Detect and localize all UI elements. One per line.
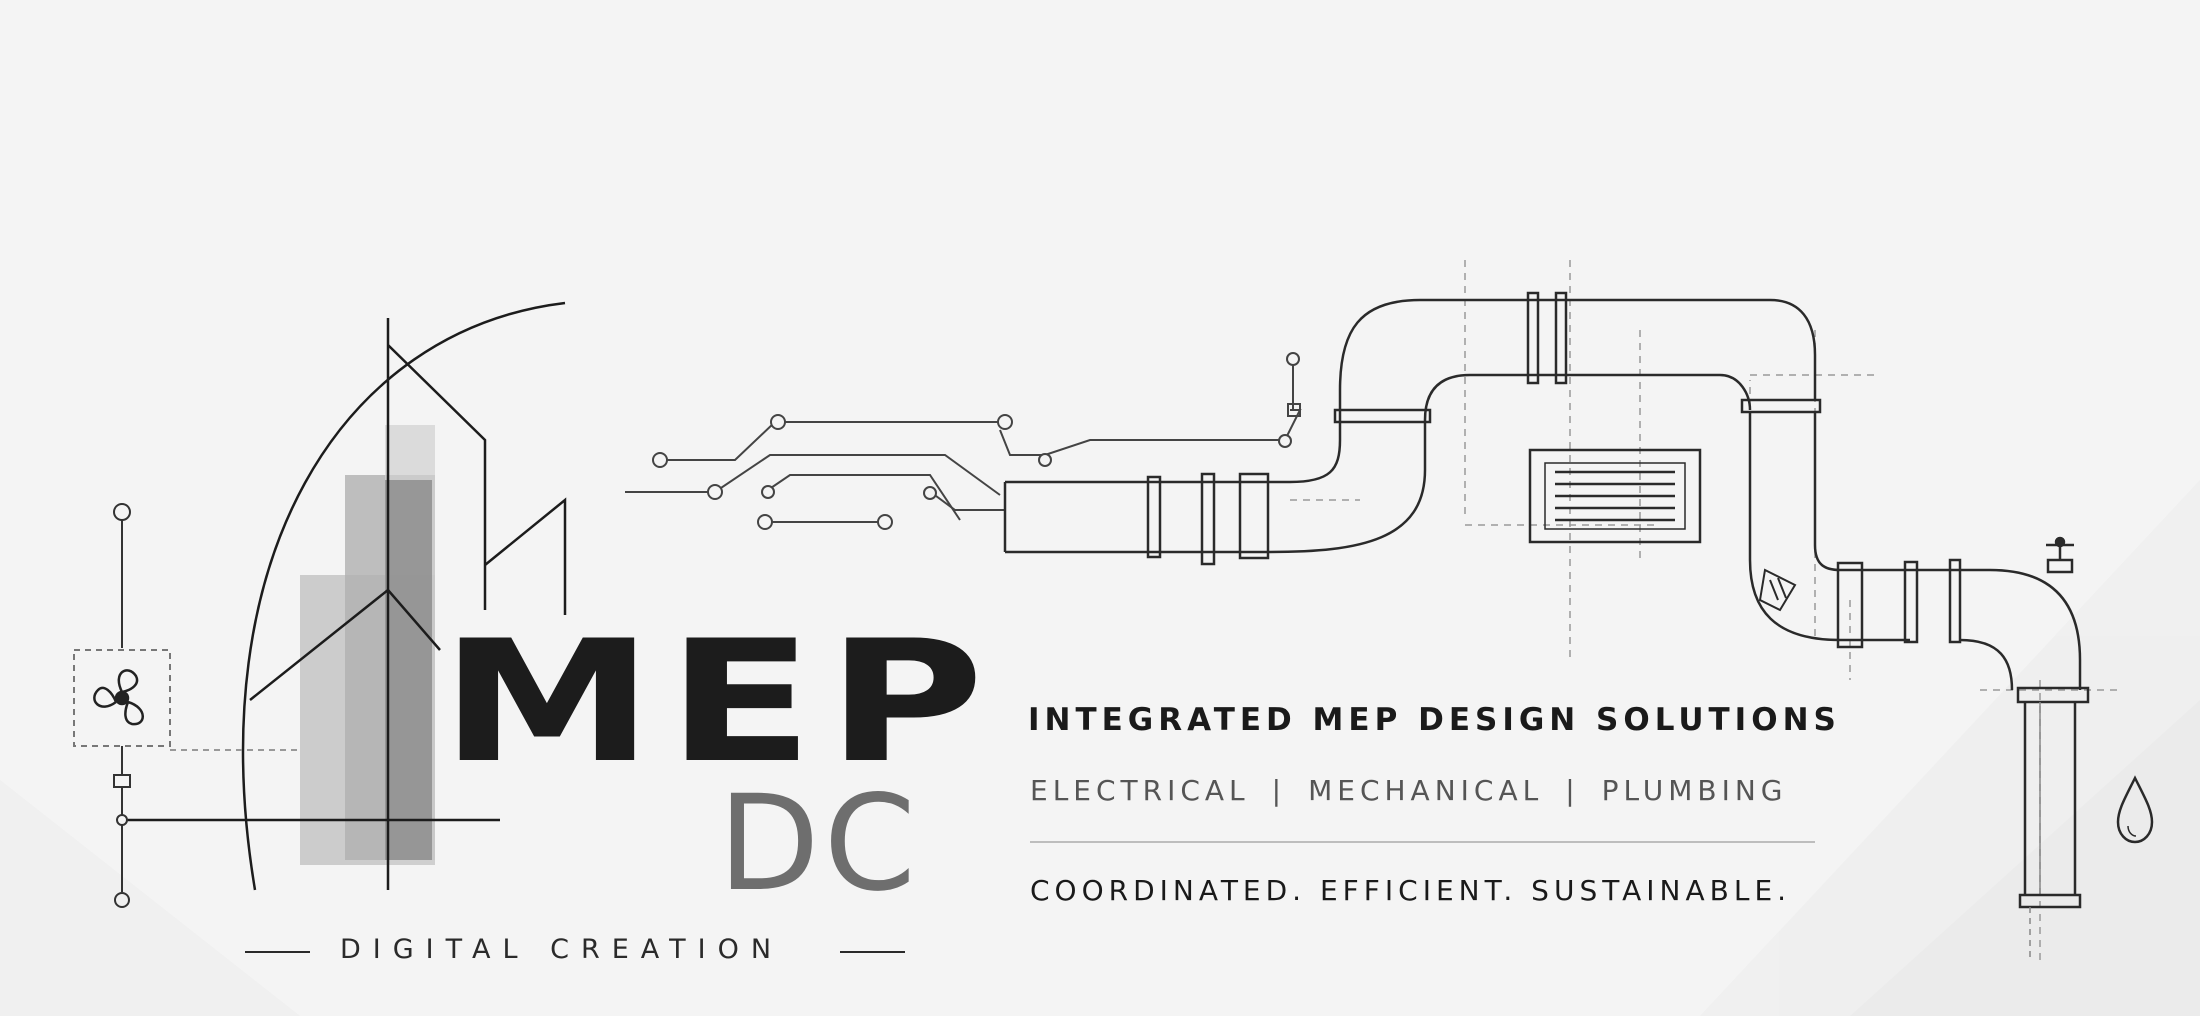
service-separator: | (1565, 774, 1580, 807)
service-plumbing: PLUMBING (1601, 774, 1788, 807)
reducer-fitting (1758, 568, 1797, 612)
service-separator: | (1271, 774, 1287, 807)
logo-tagline: DIGITAL CREATION (340, 934, 784, 965)
motto: COORDINATED. EFFICIENT. SUSTAINABLE. (1030, 874, 1792, 907)
services-list: ELECTRICAL | MECHANICAL | PLUMBING (1030, 774, 1788, 807)
water-drop-icon (2116, 775, 2154, 844)
building-logo-graphic (125, 301, 567, 891)
service-mechanical: MECHANICAL (1308, 774, 1544, 807)
pipe-system (1003, 291, 2090, 960)
logo-primary: MEP (440, 604, 997, 800)
logo-secondary: DC (718, 767, 920, 921)
fan-icon (93, 669, 144, 726)
service-electrical: ELECTRICAL (1030, 774, 1250, 807)
fan-schematic (73, 503, 300, 908)
valve-icon (2046, 536, 2074, 574)
vent-grille-icon (1528, 448, 1702, 544)
circuit-icon (625, 352, 1302, 530)
headline: INTEGRATED MEP DESIGN SOLUTIONS (1028, 702, 1841, 738)
